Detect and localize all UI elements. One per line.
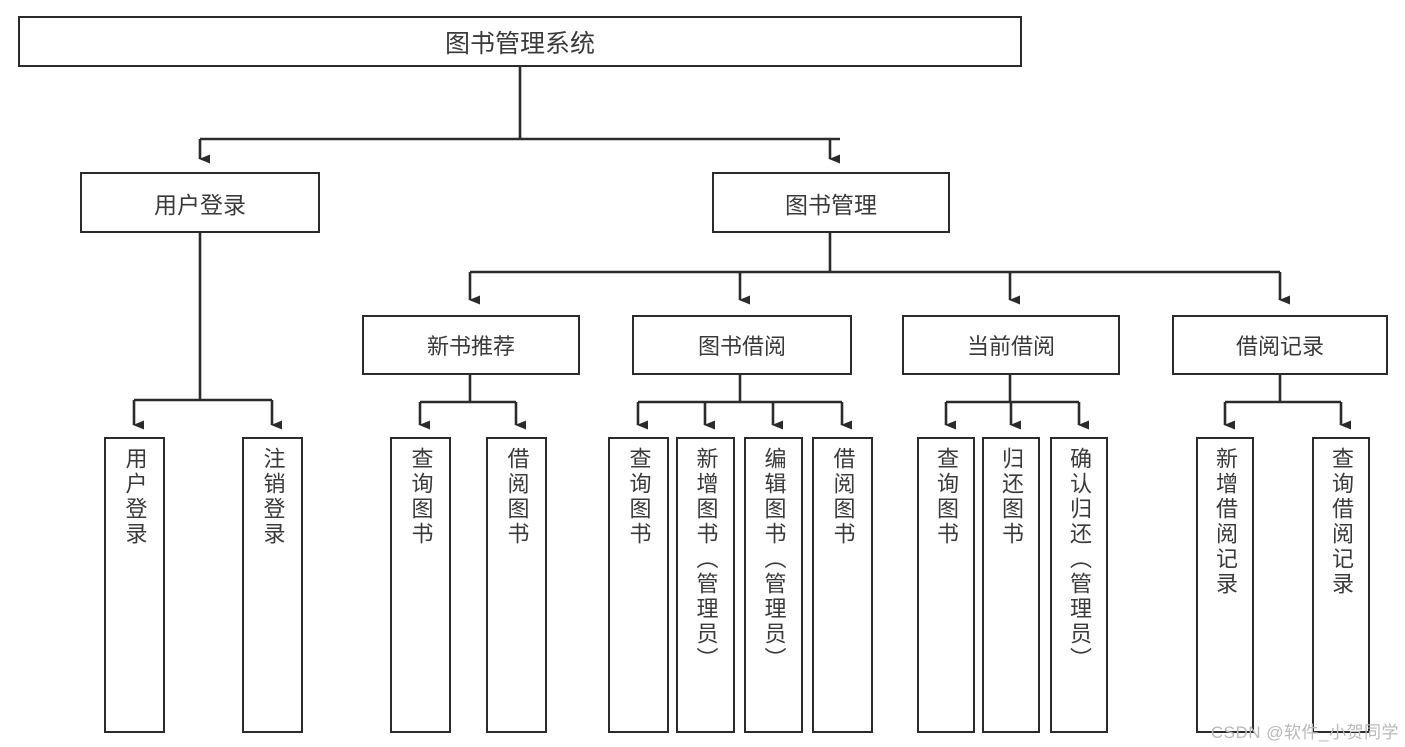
node-book-management[interactable]: 图书管理	[712, 172, 950, 233]
leaf-label: 注销登录	[260, 447, 286, 547]
node-user-login-label: 用户登录	[154, 191, 246, 218]
node-current-borrow-label: 当前借阅	[966, 334, 1055, 359]
leaf-user-login-logout[interactable]: 注销登录	[242, 437, 303, 733]
leaf-label: 查询图书	[934, 447, 959, 547]
leaf-label: 查询图书	[408, 447, 434, 547]
leaf-label: 编辑图书（管理员）	[761, 447, 787, 672]
leaf-current-query-book[interactable]: 查询图书	[917, 437, 975, 733]
node-book-management-label: 图书管理	[785, 191, 877, 218]
leaf-borrow-borrow-book[interactable]: 借阅图书	[812, 437, 873, 733]
leaf-label: 归还图书	[999, 447, 1024, 547]
leaf-user-login-login[interactable]: 用户登录	[104, 437, 165, 733]
node-book-borrow[interactable]: 图书借阅	[632, 315, 852, 375]
leaf-current-return-book[interactable]: 归还图书	[982, 437, 1040, 733]
node-new-book-recommend[interactable]: 新书推荐	[362, 315, 580, 375]
leaf-label: 查询图书	[626, 447, 652, 547]
node-new-book-recommend-label: 新书推荐	[426, 334, 515, 359]
leaf-current-confirm-return-admin[interactable]: 确认归还（管理员）	[1050, 437, 1108, 733]
node-user-login[interactable]: 用户登录	[80, 172, 320, 233]
node-current-borrow[interactable]: 当前借阅	[902, 315, 1120, 375]
leaf-label: 新增图书（管理员）	[693, 447, 719, 672]
node-root[interactable]: 图书管理系统	[18, 16, 1022, 67]
node-borrow-record-label: 借阅记录	[1235, 334, 1324, 359]
node-book-borrow-label: 图书借阅	[697, 334, 786, 359]
leaf-recommend-borrow-book[interactable]: 借阅图书	[486, 437, 547, 733]
node-root-label: 图书管理系统	[444, 29, 595, 58]
leaf-label: 新增借阅记录	[1213, 447, 1238, 597]
leaf-borrow-edit-book-admin[interactable]: 编辑图书（管理员）	[744, 437, 803, 733]
leaf-label: 用户登录	[122, 447, 148, 547]
node-borrow-record[interactable]: 借阅记录	[1172, 315, 1388, 375]
leaf-record-query-record[interactable]: 查询借阅记录	[1312, 437, 1370, 733]
leaf-borrow-add-book-admin[interactable]: 新增图书（管理员）	[676, 437, 735, 733]
watermark: CSDN @软件_小贺同学	[1210, 723, 1399, 742]
leaf-label: 查询借阅记录	[1329, 447, 1354, 597]
leaf-label: 借阅图书	[830, 447, 856, 547]
leaf-recommend-query-book[interactable]: 查询图书	[390, 437, 451, 733]
leaf-label: 确认归还（管理员）	[1067, 447, 1092, 672]
leaf-record-add-record[interactable]: 新增借阅记录	[1196, 437, 1254, 733]
leaf-borrow-query-book[interactable]: 查询图书	[608, 437, 669, 733]
leaf-label: 借阅图书	[504, 447, 530, 547]
